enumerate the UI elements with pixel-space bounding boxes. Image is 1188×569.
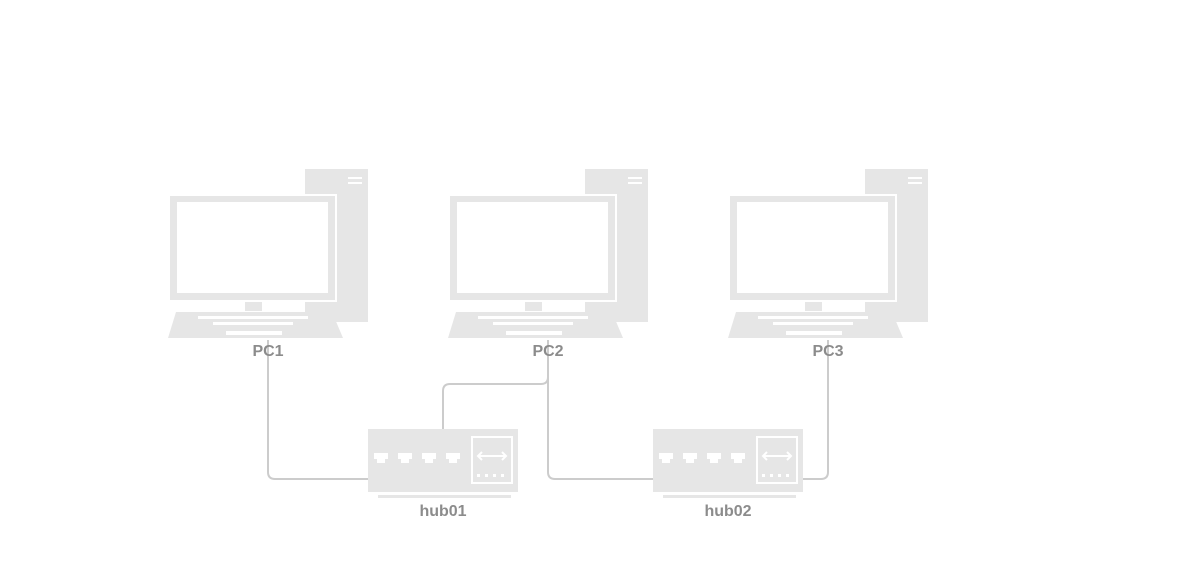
hub02-device[interactable]: [653, 429, 803, 498]
hub01-device[interactable]: [368, 429, 518, 498]
desktop-computer-icon: [728, 169, 928, 338]
desktop-computer-icon: [448, 169, 648, 338]
network-hub-icon: [653, 429, 803, 498]
pc1-device[interactable]: [168, 169, 368, 338]
pc3-label: PC3: [812, 343, 844, 360]
pc3-device[interactable]: [728, 169, 928, 338]
network-hub-icon: [368, 429, 518, 498]
pc2-label: PC2: [532, 343, 564, 360]
desktop-computer-icon: [168, 169, 368, 338]
hub01-label: hub01: [419, 503, 467, 520]
links: [267, 340, 829, 480]
pc2-device[interactable]: [448, 169, 648, 338]
hub02-label: hub02: [704, 503, 752, 520]
pc1-label: PC1: [252, 343, 284, 360]
link-pc2-hub02: [547, 377, 653, 480]
link-pc1-hub01: [267, 340, 368, 480]
link-pc3-hub02: [803, 340, 829, 480]
